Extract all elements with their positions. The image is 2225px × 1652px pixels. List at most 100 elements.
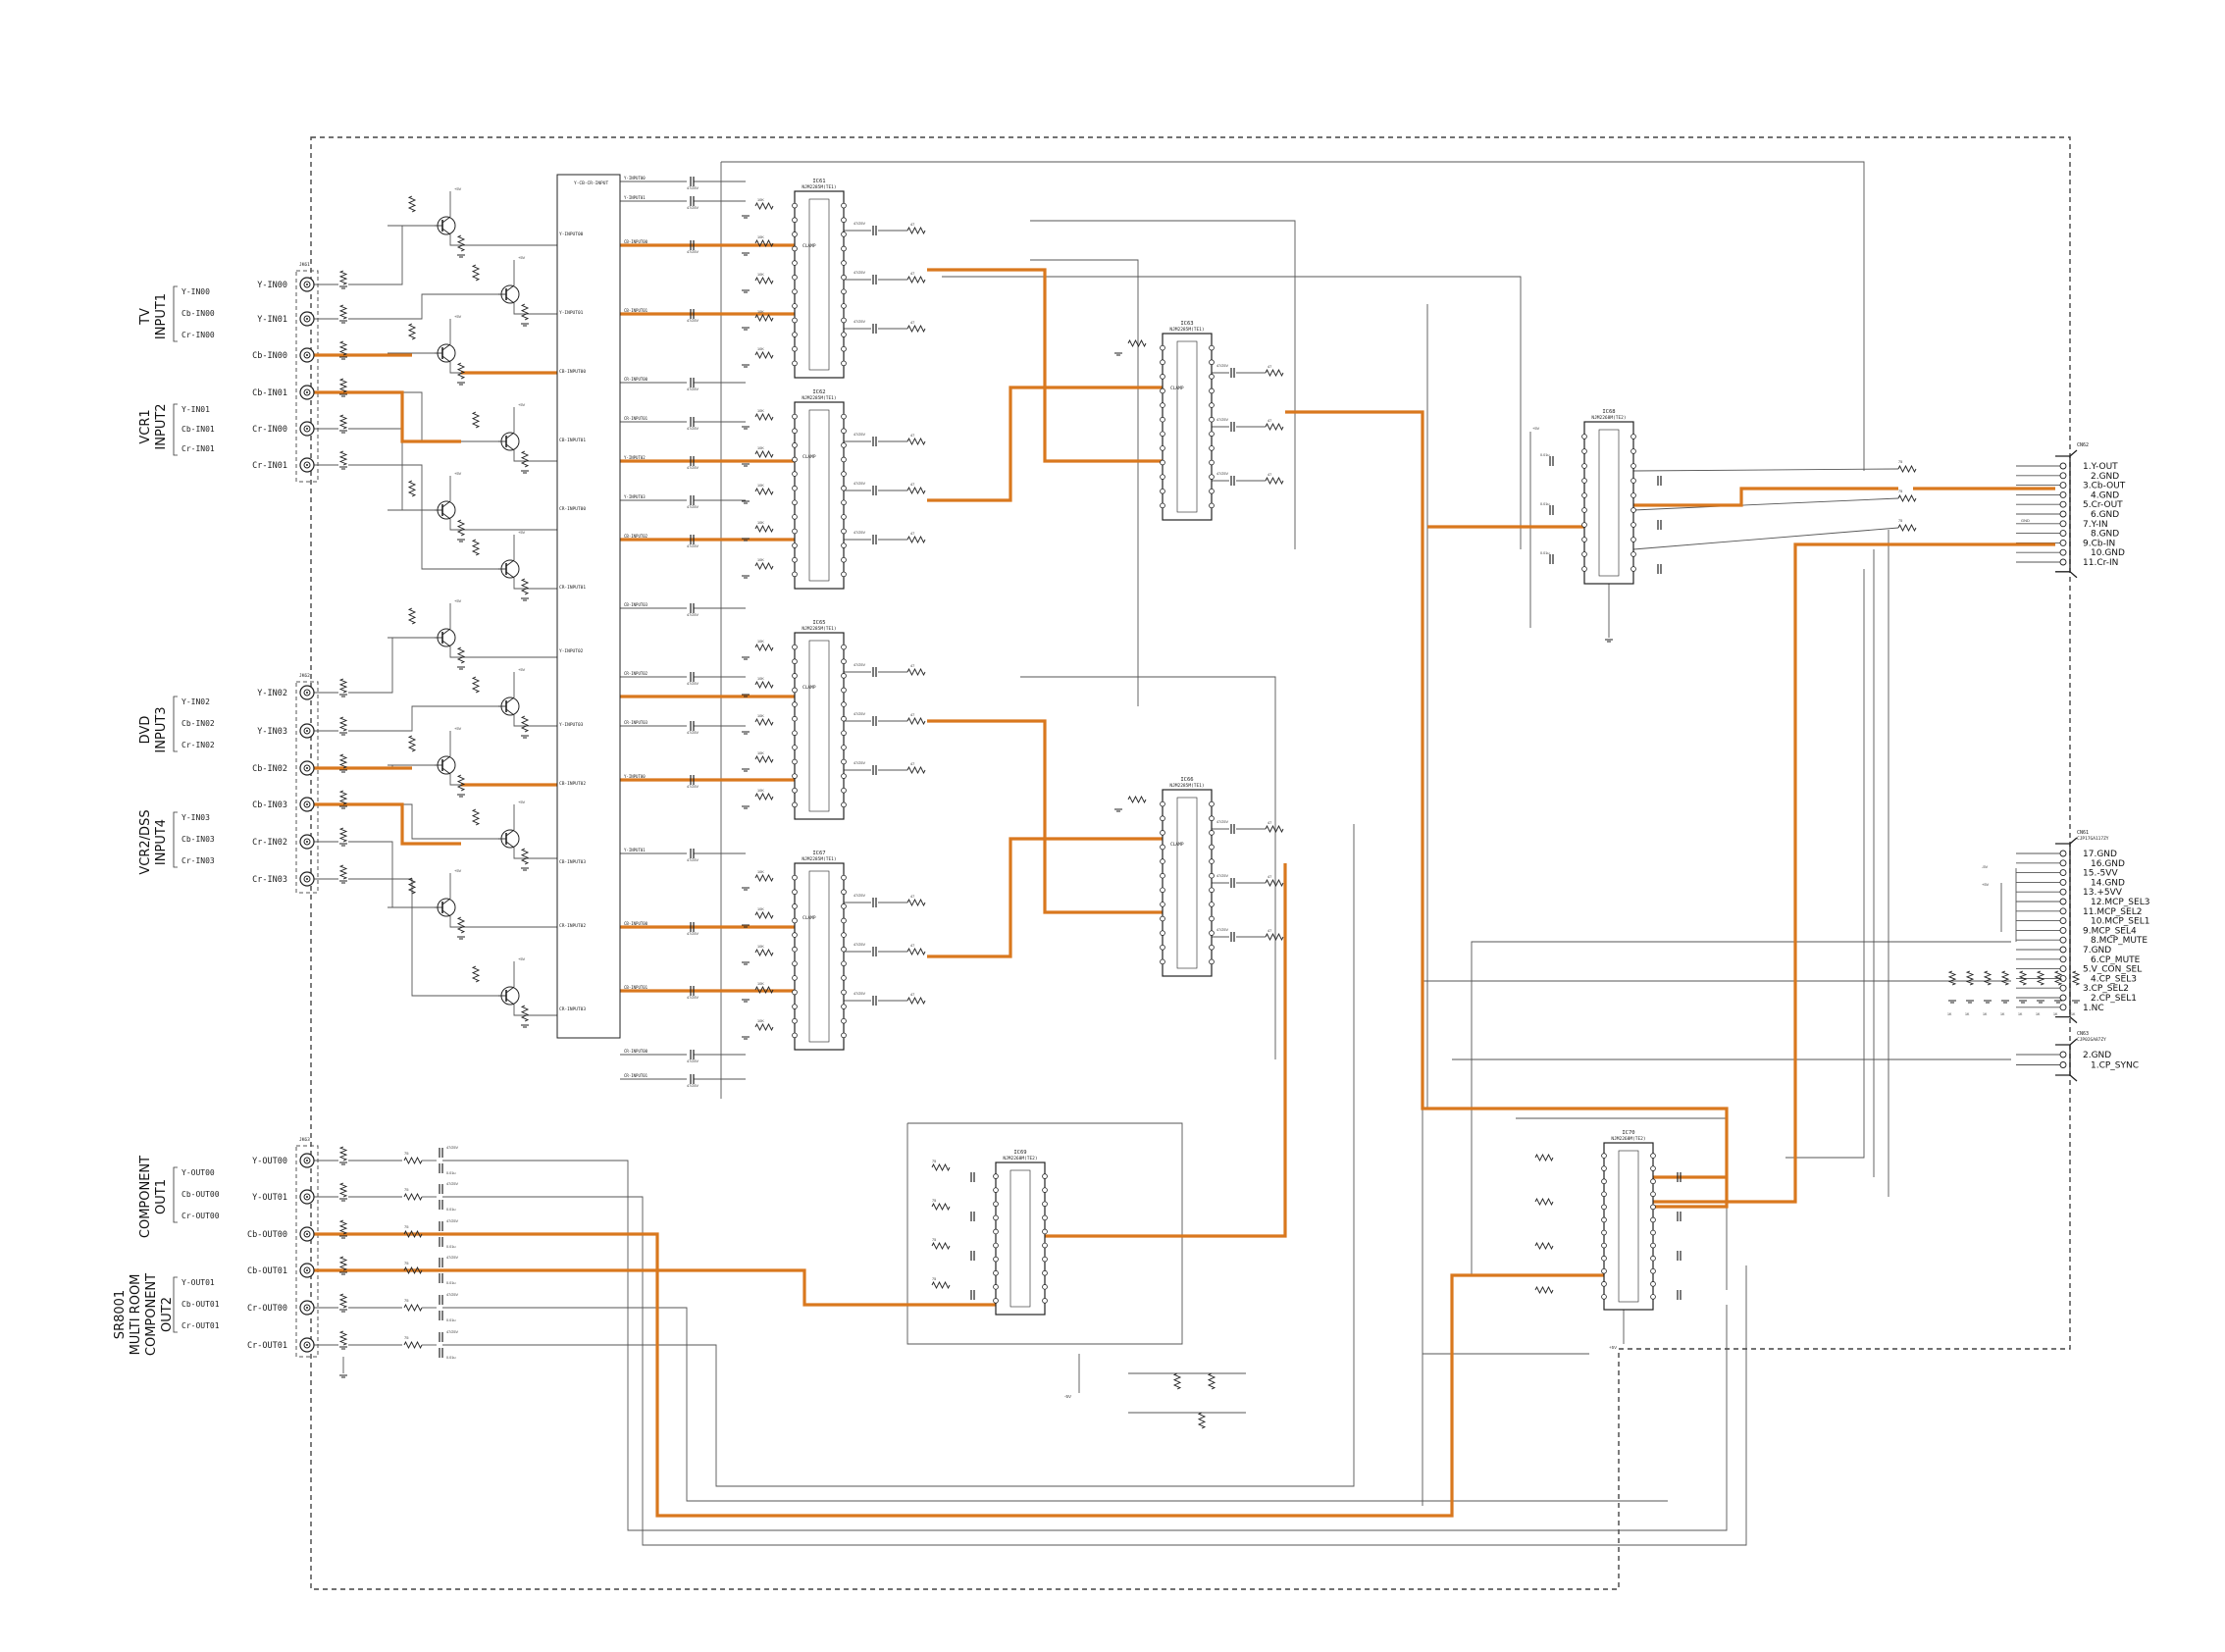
cap-value: 47/25V bbox=[687, 544, 699, 548]
ic-pin bbox=[1209, 944, 1215, 951]
rca-jack bbox=[306, 464, 308, 466]
buffer-transistor bbox=[505, 708, 515, 716]
termination-resistor bbox=[338, 450, 348, 466]
cap-value: 0.01u bbox=[1540, 551, 1550, 555]
bias-resistor bbox=[471, 539, 481, 556]
rca-jack bbox=[306, 1233, 308, 1235]
res-value: 75 bbox=[932, 1199, 936, 1203]
supply-label: +5V bbox=[518, 667, 526, 672]
buffer-transistor bbox=[441, 898, 451, 905]
bus-out-label: CR-INPUT03 bbox=[624, 720, 648, 725]
wire bbox=[471, 1307, 1668, 1502]
feedback-resistor bbox=[931, 1241, 951, 1251]
ic-internal-block bbox=[808, 870, 830, 1043]
res-value: 10K bbox=[757, 982, 764, 986]
ic-pin bbox=[841, 932, 847, 938]
bias-resistor bbox=[471, 264, 481, 282]
ic-pin bbox=[1601, 1153, 1607, 1159]
res-value: 10K bbox=[757, 558, 764, 562]
jack-signal-label: Y-IN01 bbox=[257, 315, 287, 325]
select-line-resistor bbox=[1947, 970, 1957, 986]
connector-pin bbox=[2059, 878, 2067, 886]
connector-pin bbox=[2059, 869, 2067, 877]
ic-pin bbox=[1581, 478, 1587, 484]
cap-value: 47/25V bbox=[1216, 874, 1229, 878]
connector-pin-label: 5.V_CON_SEL bbox=[2083, 965, 2142, 975]
jack-signal-label: Cb-IN00 bbox=[252, 351, 287, 361]
board-outline bbox=[310, 136, 2071, 1590]
wire bbox=[348, 225, 403, 285]
ic-pin bbox=[1160, 387, 1165, 394]
wire bbox=[348, 705, 451, 732]
ic-part-number: NJM2285M(TE1) bbox=[802, 395, 836, 401]
connector-pin-label: 7.GND bbox=[2083, 946, 2111, 955]
ic-pin bbox=[841, 917, 847, 924]
bus-out-label: CB-INPUT01 bbox=[624, 985, 648, 990]
res-value: 47 bbox=[1268, 821, 1271, 825]
ic-pin bbox=[792, 571, 798, 578]
input-resistor bbox=[754, 238, 774, 248]
cap-value: 47/25V bbox=[1216, 928, 1229, 932]
pulldown-resistor bbox=[1207, 1372, 1216, 1390]
input-resistor bbox=[754, 487, 774, 496]
ic-reference: IC70 bbox=[1622, 1130, 1634, 1136]
ic-pin bbox=[1209, 887, 1215, 894]
ic-pin bbox=[841, 556, 847, 563]
ic-pin bbox=[792, 332, 798, 337]
ic-pin bbox=[841, 687, 847, 694]
ic-pin bbox=[792, 745, 798, 750]
group-signal-label: Cr-OUT00 bbox=[181, 1212, 220, 1220]
bus-label: Y-INPUT03 bbox=[559, 722, 584, 728]
input-resistor bbox=[754, 910, 774, 920]
termination-resistor bbox=[338, 1146, 348, 1162]
ic-part-number: NJM2285M(TE1) bbox=[802, 856, 836, 862]
ic-pin bbox=[1160, 431, 1165, 438]
ic-reference: IC68 bbox=[1602, 409, 1615, 415]
connector-pin bbox=[2059, 994, 2067, 1002]
ic-pin bbox=[1042, 1201, 1048, 1208]
connector-pin-label: 9.Cb-IN bbox=[2083, 539, 2115, 548]
termination-resistor bbox=[338, 1293, 348, 1309]
group-signal-label: Y-OUT00 bbox=[181, 1168, 215, 1177]
ic-pin bbox=[841, 946, 847, 953]
termination-resistor bbox=[338, 678, 348, 694]
group-title: TV bbox=[138, 308, 153, 326]
clamp-label: CLAMP bbox=[802, 454, 816, 460]
bus-out-label: CR-INPUT01 bbox=[624, 1073, 648, 1078]
group-signal-label: Cr-IN02 bbox=[181, 741, 215, 749]
cap-value: 47/25V bbox=[854, 222, 866, 226]
ic-pin bbox=[792, 232, 798, 237]
ic-pin bbox=[1650, 1216, 1656, 1223]
ic-internal-block bbox=[1009, 1169, 1031, 1308]
wire bbox=[348, 464, 451, 570]
emitter-resistor bbox=[456, 774, 466, 792]
ic-pin bbox=[841, 773, 847, 779]
res-value: 75 bbox=[404, 1187, 409, 1192]
cap-value: 47/25V bbox=[687, 387, 699, 391]
ic-chip bbox=[1162, 789, 1213, 977]
input-resistor bbox=[754, 754, 774, 764]
group-bracket bbox=[173, 811, 178, 868]
bias-resistor bbox=[407, 195, 417, 213]
cap-value: 47/25V bbox=[446, 1256, 459, 1260]
highlighted-wire bbox=[314, 1268, 996, 1307]
ic-pin bbox=[1042, 1228, 1048, 1235]
input-resistor bbox=[754, 717, 774, 727]
ic-chip bbox=[794, 632, 845, 820]
wire bbox=[906, 1122, 1183, 1345]
jack-signal-label: Y-IN02 bbox=[257, 689, 287, 698]
input-resistor bbox=[754, 561, 774, 571]
rca-jack bbox=[306, 1307, 308, 1309]
connector-pin bbox=[2059, 926, 2067, 934]
ic-pin bbox=[1630, 566, 1636, 572]
cap-value: 47/25V bbox=[687, 186, 699, 190]
connector-pin bbox=[2059, 965, 2067, 973]
group-title: MULTI ROOM bbox=[129, 1274, 143, 1356]
ic-pin bbox=[1042, 1173, 1048, 1179]
supply-label: +5V bbox=[518, 402, 526, 407]
res-value: 47 bbox=[910, 321, 914, 325]
rca-jack bbox=[306, 767, 308, 769]
group-signal-label: Y-IN01 bbox=[181, 405, 210, 414]
emitter-resistor bbox=[520, 450, 530, 468]
ic-pin bbox=[1209, 374, 1215, 380]
